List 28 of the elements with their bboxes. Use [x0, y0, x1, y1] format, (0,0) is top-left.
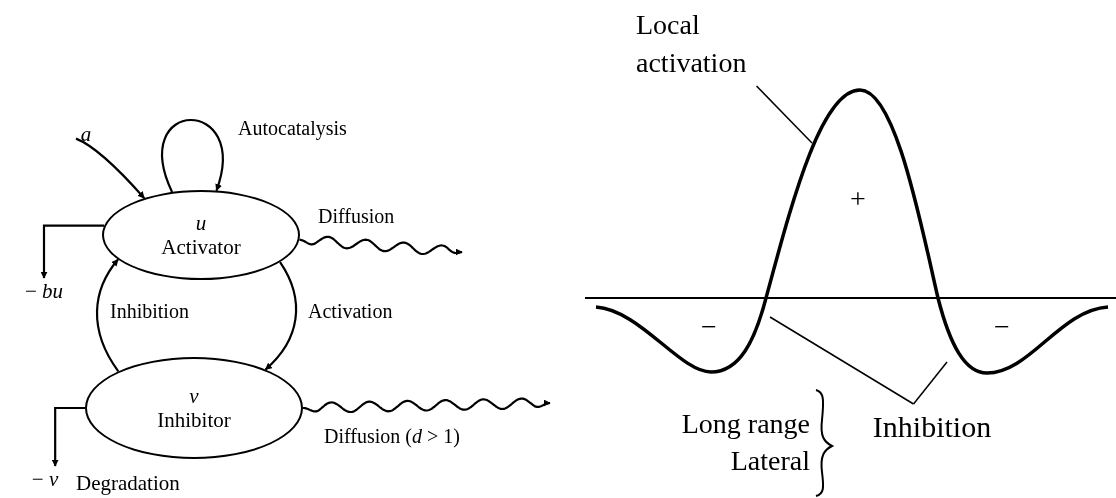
activator-ellipse: [102, 190, 300, 280]
annotation-text: Long range: [680, 407, 810, 441]
plus-sign: +: [849, 182, 867, 216]
leader-line: [755, 85, 813, 144]
leader-line: [769, 316, 915, 405]
node-text: Local activation: [636, 8, 748, 80]
wavy-arrow: [299, 235, 464, 258]
minus-sign: −: [700, 310, 718, 344]
node-text: Inhibition: [872, 408, 992, 445]
variable-symbol: u: [195, 211, 207, 235]
arrow: [96, 258, 120, 372]
process-caption: Degradation: [76, 470, 180, 497]
arrow: [264, 261, 298, 371]
node-text: Inhibitor: [157, 408, 231, 432]
arrow: [161, 118, 224, 193]
node-text: − bu: [24, 278, 64, 306]
leader-line: [912, 361, 948, 405]
wavy-arrow: [302, 397, 551, 414]
inhibitor-ellipse: [85, 357, 303, 459]
arrow: [75, 137, 146, 199]
minus-sign: −: [993, 310, 1011, 344]
arrow: [51, 406, 85, 467]
variable-symbol: v: [189, 384, 199, 408]
node-text: Activator: [161, 235, 241, 259]
annotation-text: Lateral: [729, 444, 810, 478]
node-text: a: [80, 121, 92, 149]
node-text: − v: [31, 466, 59, 494]
arrow: [40, 224, 105, 279]
